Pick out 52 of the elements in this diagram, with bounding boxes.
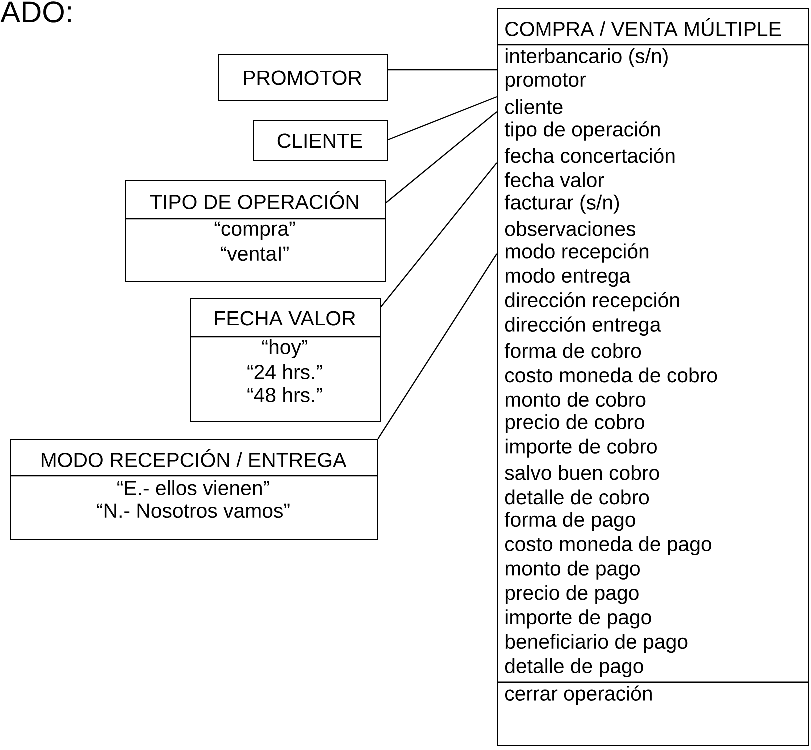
operation-text: cerrar operación [505, 686, 652, 706]
box-heading: MODO RECEPCIÓN / ENTREGA [42, 450, 347, 468]
attribute-text: fecha concertación [504, 148, 675, 164]
value-text: “E.- ellos vienen” [118, 480, 270, 496]
value-text: “24 hrs.” [248, 364, 322, 380]
attribute-text: detalle de pago [505, 658, 644, 678]
attribute-text: dirección recepción [505, 292, 680, 312]
connector-line [386, 112, 498, 204]
value-text: “48 hrs.” [248, 388, 322, 402]
value-text: “ventaI” [221, 246, 289, 262]
entity-box [190, 298, 382, 422]
connector-line [388, 96, 498, 141]
box-label: CLIENTE [278, 134, 362, 148]
attribute-text: monto de cobro [506, 392, 646, 408]
attribute-text: salvo buen cobro [505, 465, 660, 480]
box-heading: TIPO DE OPERACIÓN [150, 192, 358, 210]
attribute-text: observaciones [505, 221, 636, 236]
attribute-text: importe de pago [506, 610, 652, 629]
attribute-text: promotor [506, 74, 586, 92]
connector-line [378, 254, 498, 440]
attribute-text: detalle de cobro [505, 490, 650, 505]
attribute-text: interbancario (s/n) [506, 48, 668, 68]
entity-box [218, 54, 388, 102]
box-heading: FECHA VALOR [215, 311, 356, 326]
box-label: PROMOTOR [244, 70, 362, 86]
attribute-text: importe de cobro [506, 438, 657, 458]
value-text: “compra” [214, 222, 296, 240]
connector-line [380, 162, 498, 308]
value-text: “hoy” [262, 339, 308, 358]
attribute-text: facturar (s/n) [504, 194, 620, 214]
attribute-text: beneficiario de pago [506, 634, 688, 654]
attribute-text: forma de pago [504, 512, 636, 532]
attribute-text: cliente [505, 99, 563, 114]
attribute-text: costo moneda de pago [505, 536, 712, 556]
attribute-text: tipo de operación [504, 122, 660, 141]
attribute-text: monto de pago [506, 560, 640, 580]
attribute-text: forma de cobro [504, 343, 642, 358]
class-name: COMPRA / VENTA MÚLTIPLE [506, 18, 782, 36]
class-box [497, 8, 810, 746]
attribute-text: modo recepción [506, 244, 649, 263]
attribute-text: fecha valor [504, 172, 604, 188]
value-text: “N.- Nosotros vamos” [97, 504, 290, 518]
entity-box [10, 439, 378, 540]
attribute-text: precio de pago [506, 585, 639, 604]
connector-line [388, 69, 497, 71]
entity-box [253, 120, 388, 162]
attribute-text: modo entrega [506, 268, 631, 288]
heading-text: ADO: [0, 2, 71, 23]
attribute-text: costo moneda de cobro [505, 368, 718, 383]
attribute-text: precio de cobro [506, 414, 644, 434]
entity-box [125, 180, 386, 282]
attribute-text: dirección entrega [505, 316, 662, 336]
